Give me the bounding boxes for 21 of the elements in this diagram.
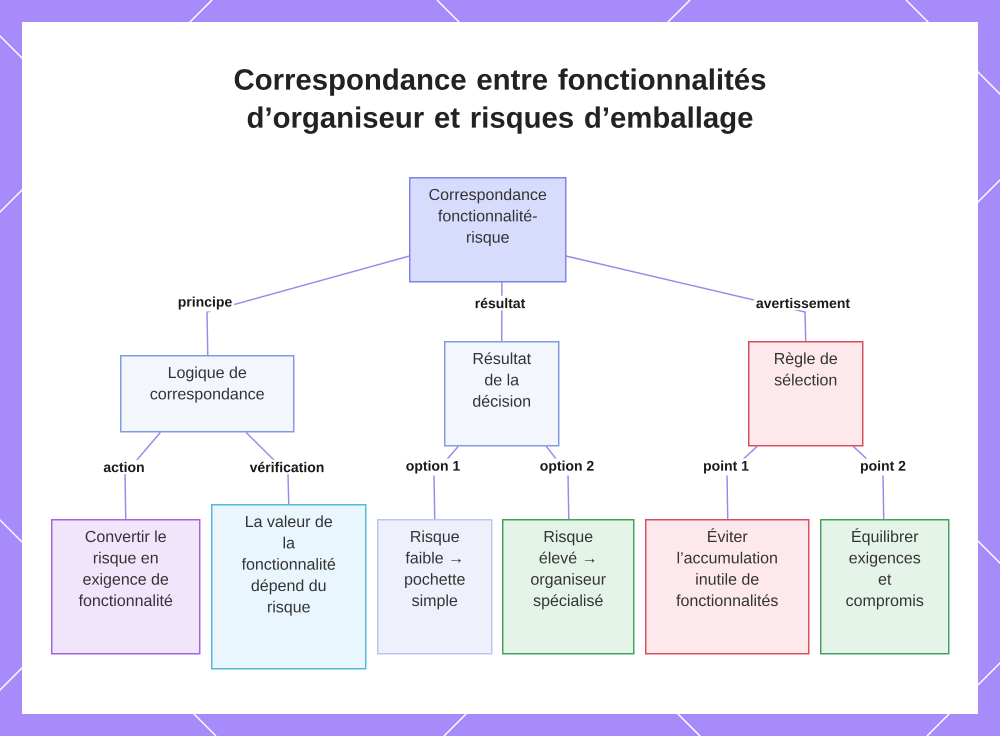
edge-label: point 1 (701, 458, 751, 476)
detail-box: Risque élevé → organiseur spécialisé (502, 519, 634, 654)
detail-box: Éviter l’accumulation inutile de fonctionnalités (645, 519, 810, 654)
edge-label: action (101, 460, 147, 474)
connector-line (206, 255, 410, 356)
edge-label: avertissement (754, 296, 852, 310)
edge-label: point 2 (858, 458, 908, 476)
detail-box: La valeur de la fonctionnalité dépend du risque (211, 504, 366, 670)
category-box: Logique de correspondance (120, 355, 294, 432)
title: Correspondance entre fonctionnalités d’organiseur et risques d’emballage (234, 68, 766, 134)
detail-box: Équilibrer exigences et compromis (820, 519, 950, 654)
edge-label: vérification (248, 460, 326, 474)
category-box: Résultat de la décision (444, 341, 560, 446)
edge-label: principe (176, 294, 234, 312)
topic-box: Correspondance fonctionnalité-risque (409, 177, 566, 282)
category-box: Règle de sélection (748, 341, 864, 446)
detail-box: Convertir le risque en exigence de fonctionnalité (51, 519, 200, 654)
detail-box: Risque faible → pochette simple (377, 519, 492, 654)
edge-label: option 1 (404, 458, 462, 476)
edge-label: résultat (472, 296, 528, 310)
edge-label: option 2 (538, 458, 596, 476)
